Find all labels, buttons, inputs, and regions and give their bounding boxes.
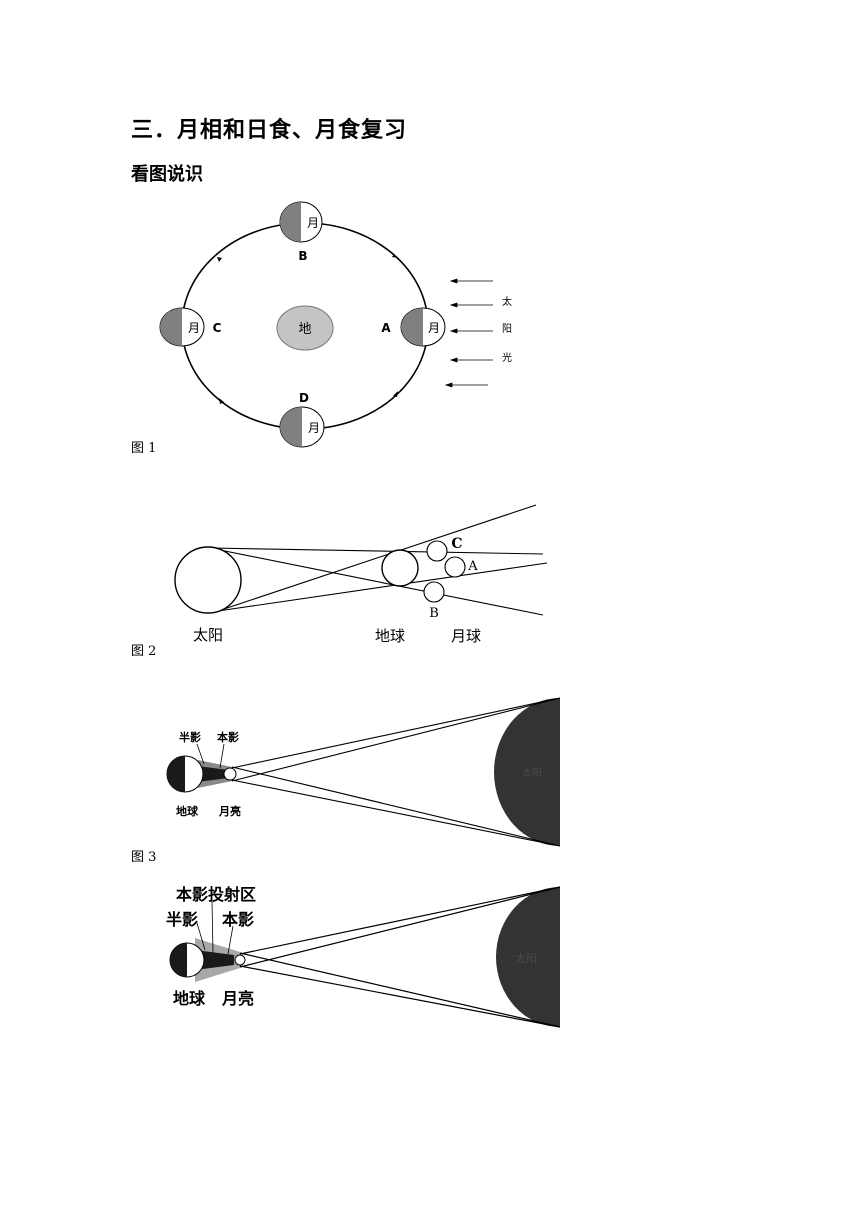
moon-position-c [426, 540, 448, 562]
moon-phase-diagram: 地 月 月 月 月 B C A D 太 阳 光 [159, 201, 512, 448]
page-title: 三．月相和日食、月食复习 [131, 118, 408, 143]
moon-c: 月 [159, 307, 205, 347]
point-label-a: A [467, 559, 478, 574]
orbit-arrow [392, 254, 398, 258]
moon-label: 月 [428, 321, 440, 335]
penumbra-pointer [196, 922, 206, 951]
orbit-arrow [393, 391, 398, 397]
earth [169, 942, 205, 978]
moon-position-a [444, 556, 466, 578]
earth-label: 地 [298, 322, 311, 337]
moon-b: 月 [279, 201, 323, 243]
moon-position-b [423, 581, 445, 603]
umbra-label: 本影 [222, 910, 254, 929]
orbit-arrow [217, 257, 222, 262]
tangent-lines [239, 886, 561, 1028]
sunlight-label: 光 [502, 351, 512, 364]
sunlight-label: 太 [502, 295, 512, 308]
moon-d: 月 [279, 406, 325, 448]
tangent-lines [209, 504, 548, 616]
sun [494, 698, 560, 846]
penumbra-label: 半影 [179, 730, 201, 744]
position-label-c: C [213, 321, 222, 335]
moon-label: 月亮 [221, 989, 254, 1008]
umbra-pointer [219, 743, 225, 769]
moon-label: 月球 [451, 627, 481, 645]
earth [381, 549, 419, 587]
sun-label: 太阳 [193, 626, 223, 644]
umbra-region [198, 766, 228, 782]
shadow-geometry-diagram: C A B 太阳 地球 月球 [174, 504, 548, 645]
sunlight-arrows [444, 278, 493, 388]
umbra-projection-label: 本影投射区 [176, 885, 256, 904]
sun-label: 太阳 [515, 952, 537, 965]
umbra-region [195, 950, 234, 970]
earth-label: 地球 [176, 804, 199, 818]
sun-label: 太阳 [522, 766, 542, 779]
moon-label: 月 [308, 421, 320, 435]
position-label-b: B [298, 249, 307, 263]
sunlight-label: 阳 [502, 323, 512, 335]
figure-1-caption: 图 1 [131, 441, 157, 456]
point-label-b: B [429, 606, 439, 621]
earth [276, 305, 334, 351]
position-label-a: A [381, 321, 391, 335]
sun [174, 546, 242, 614]
earth-label: 地球 [173, 989, 206, 1008]
moon-label: 月 [188, 321, 200, 335]
figure-2-caption: 图 2 [131, 644, 157, 659]
eclipse-diagram-large: 太阳 本影投射区 半影 本影 地球 月亮 [166, 885, 561, 1028]
earth [166, 755, 204, 793]
earth-label: 地球 [375, 627, 405, 645]
penumbra-label: 半影 [166, 910, 198, 929]
section-subtitle: 看图说识 [131, 164, 203, 185]
moon-label: 月 [307, 216, 319, 230]
umbra-pointer [227, 925, 234, 955]
eclipse-diagram-small: 太阳 半影 本影 地球 月亮 [166, 697, 561, 847]
tangent-lines [231, 697, 561, 847]
position-label-d: D [299, 391, 309, 405]
umbra-projection-pointer [211, 900, 214, 954]
penumbra-pointer [196, 743, 205, 765]
moon [234, 954, 246, 966]
moon-label: 月亮 [218, 804, 241, 818]
point-label-c: C [451, 536, 462, 552]
figure-3-caption: 图 3 [131, 850, 157, 865]
sun [496, 887, 560, 1027]
moon [223, 767, 237, 781]
moon-a: 月 [400, 307, 446, 347]
orbit-arrow [219, 398, 224, 404]
umbra-label: 本影 [217, 730, 239, 744]
